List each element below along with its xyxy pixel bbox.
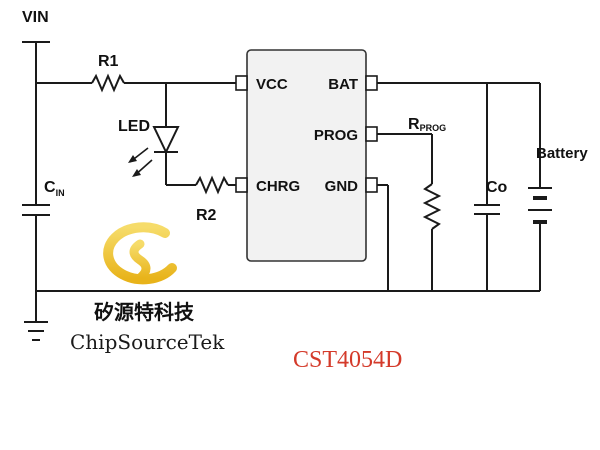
pin-bat: [365, 75, 378, 91]
label-co: Co: [486, 179, 508, 196]
label-r2: R2: [196, 207, 217, 224]
label-r1: R1: [98, 53, 119, 70]
label-vin: VIN: [22, 9, 49, 26]
pin-label-vcc: VCC: [256, 76, 288, 93]
pin-label-chrg: CHRG: [256, 178, 300, 195]
label-cin: CIN: [44, 179, 65, 198]
pin-label-bat: BAT: [328, 76, 358, 93]
brand-name-chinese: 矽源特科技: [94, 300, 195, 324]
label-led: LED: [118, 118, 150, 135]
label-rprog-main: R: [408, 116, 420, 133]
pin-chrg: [235, 177, 248, 193]
label-cin-main: C: [44, 179, 56, 196]
pin-prog: [365, 126, 378, 142]
pin-label-gnd: GND: [325, 178, 359, 195]
label-battery: Battery: [536, 145, 588, 162]
pin-label-prog: PROG: [314, 127, 358, 144]
battery-icon: [528, 187, 552, 224]
resistor-r1: [91, 73, 125, 93]
pin-vcc: [235, 75, 248, 91]
pin-gnd: [365, 177, 378, 193]
label-rprog-sub: PROG: [420, 123, 447, 133]
resistor-rprog: [422, 183, 442, 230]
brand-name-english: ChipSourceTek: [70, 330, 225, 354]
resistor-r2: [195, 175, 229, 195]
label-rprog: RPROG: [408, 116, 446, 133]
led-light-arrows: [128, 147, 153, 177]
label-cin-sub: IN: [56, 188, 65, 198]
part-number: CST4054D: [293, 347, 402, 373]
ground-icon: [24, 321, 48, 341]
cst-logo: [103, 222, 186, 286]
charger-ic: [246, 49, 367, 262]
led-diode: [152, 126, 180, 155]
